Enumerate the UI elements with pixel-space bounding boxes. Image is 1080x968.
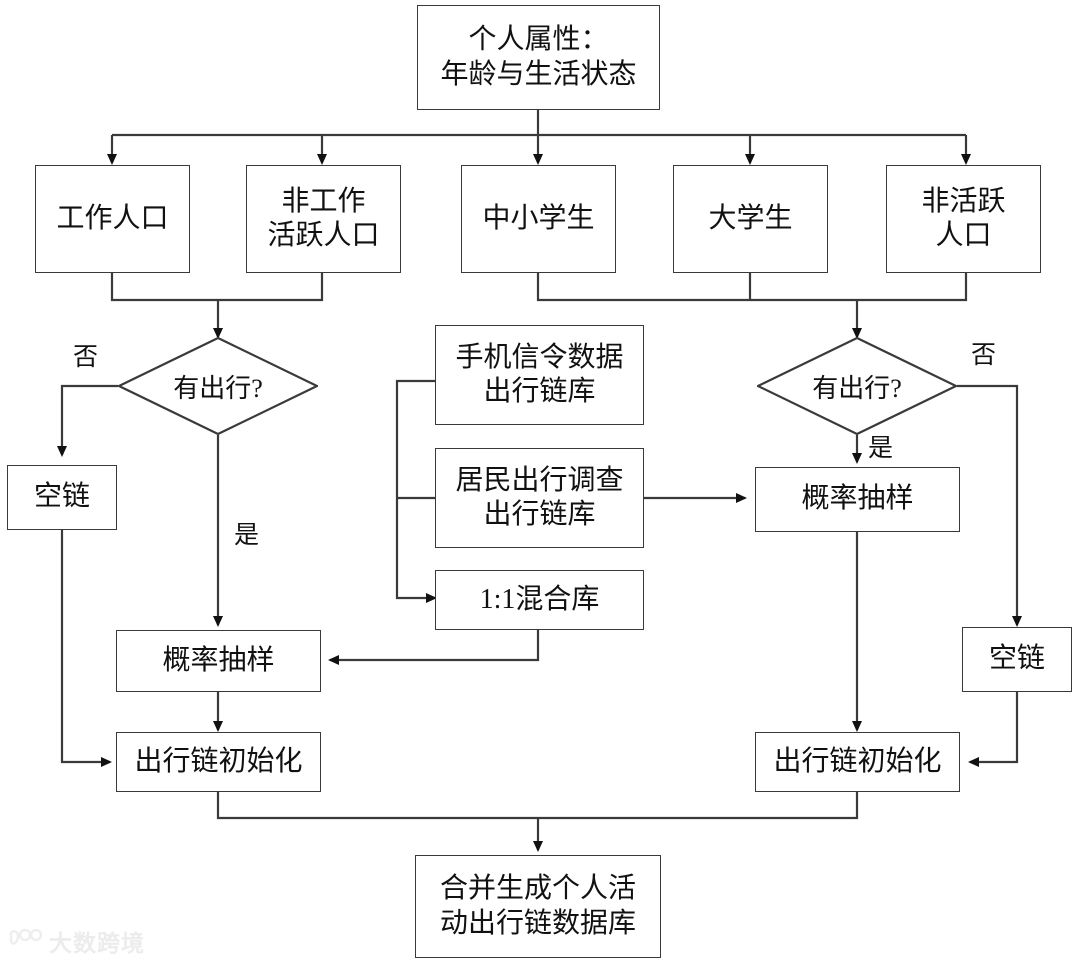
node-db-travel-survey-label: 居民出行调查 出行链库 bbox=[455, 464, 624, 530]
node-probability-sampling-right[interactable]: 概率抽样 bbox=[755, 467, 960, 532]
edge-label-right-yes: 是 bbox=[868, 435, 894, 462]
node-empty-chain-right-label: 空链 bbox=[988, 643, 1045, 675]
node-root-label: 个人属性： 年龄与生活状态 bbox=[440, 24, 637, 90]
watermark-text: 大数跨境 bbox=[49, 930, 145, 956]
paw-logo-icon bbox=[9, 928, 42, 945]
node-probability-sampling-left[interactable]: 概率抽样 bbox=[116, 630, 321, 692]
node-probability-sampling-right-label: 概率抽样 bbox=[801, 483, 914, 515]
edge-label-left-no: 否 bbox=[73, 344, 99, 371]
node-trip-chain-init-left-label: 出行链初始化 bbox=[134, 745, 303, 777]
node-inactive-population-label: 非活跃 人口 bbox=[921, 185, 1006, 251]
node-college-students[interactable]: 大学生 bbox=[673, 165, 828, 273]
decision-has-trip-left[interactable]: 有出行? bbox=[118, 337, 318, 435]
node-college-students-label: 大学生 bbox=[708, 202, 793, 234]
node-inactive-population[interactable]: 非活跃 人口 bbox=[886, 165, 1041, 273]
node-db-mix-1to1[interactable]: 1:1混合库 bbox=[435, 570, 644, 630]
node-trip-chain-init-left[interactable]: 出行链初始化 bbox=[116, 732, 321, 792]
decision-has-trip-left-label: 有出行? bbox=[173, 373, 263, 403]
edge-label-right-no: 否 bbox=[971, 342, 997, 369]
node-trip-chain-init-right[interactable]: 出行链初始化 bbox=[755, 732, 960, 792]
decision-has-trip-right[interactable]: 有出行? bbox=[757, 337, 957, 435]
node-db-travel-survey[interactable]: 居民出行调查 出行链库 bbox=[435, 448, 644, 548]
node-school-students[interactable]: 中小学生 bbox=[461, 165, 616, 273]
node-final-merged-database-label: 合并生成个人活 动出行链数据库 bbox=[439, 873, 636, 939]
node-trip-chain-init-right-label: 出行链初始化 bbox=[773, 745, 942, 777]
diamond-shape-left bbox=[118, 337, 318, 435]
diamond-shape-right bbox=[757, 337, 957, 435]
watermark: 大数跨境 bbox=[8, 924, 145, 958]
node-empty-chain-right[interactable]: 空链 bbox=[962, 627, 1072, 692]
node-working-population[interactable]: 工作人口 bbox=[35, 165, 190, 273]
edge-label-left-yes: 是 bbox=[234, 522, 260, 549]
node-school-students-label: 中小学生 bbox=[482, 202, 595, 234]
node-empty-chain-left-label: 空链 bbox=[33, 481, 90, 513]
node-nonworking-active-population[interactable]: 非工作 活跃人口 bbox=[246, 165, 401, 273]
node-nonworking-active-population-label: 非工作 活跃人口 bbox=[267, 185, 380, 251]
node-empty-chain-left[interactable]: 空链 bbox=[7, 465, 117, 530]
node-probability-sampling-left-label: 概率抽样 bbox=[162, 644, 275, 676]
node-db-mix-1to1-label: 1:1混合库 bbox=[479, 583, 600, 615]
node-db-mobile-signaling-label: 手机信令数据 出行链库 bbox=[455, 341, 624, 407]
node-final-merged-database[interactable]: 合并生成个人活 动出行链数据库 bbox=[415, 855, 661, 958]
node-working-population-label: 工作人口 bbox=[56, 202, 169, 234]
node-root-personal-attributes[interactable]: 个人属性： 年龄与生活状态 bbox=[417, 5, 660, 110]
node-db-mobile-signaling[interactable]: 手机信令数据 出行链库 bbox=[435, 325, 644, 425]
decision-has-trip-right-label: 有出行? bbox=[812, 373, 902, 403]
